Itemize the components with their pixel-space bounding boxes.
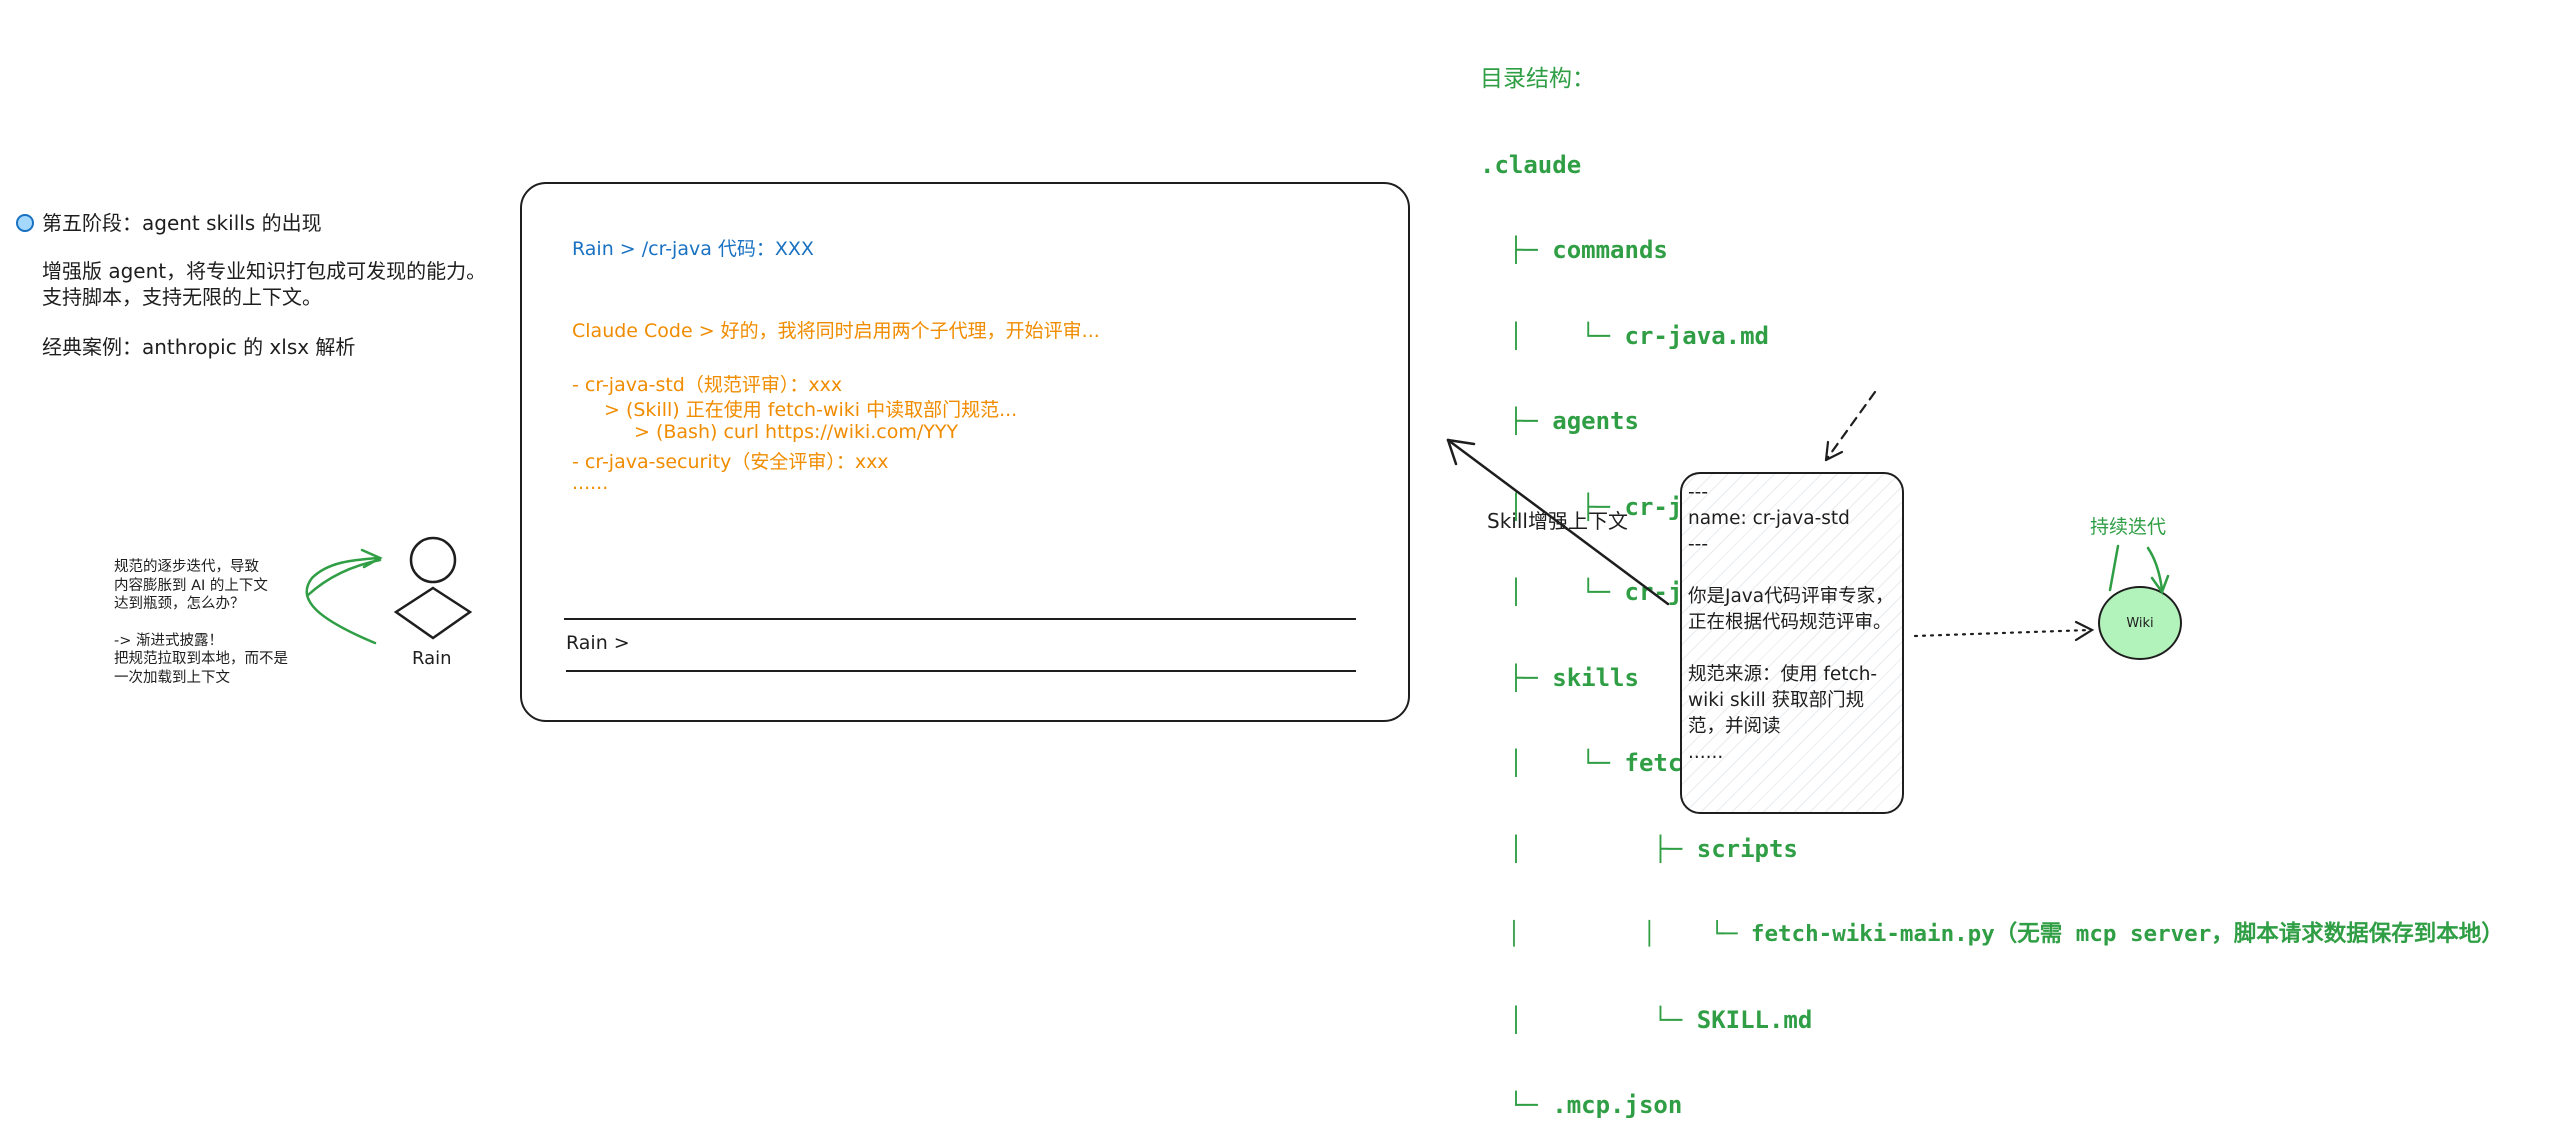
tree-line: ├─ skills — [1480, 663, 1639, 692]
terminal-skill-call: > (Skill) 正在使用 fetch-wiki 中读取部门规范... — [604, 399, 1018, 421]
tree-line: └─ .mcp.json — [1480, 1091, 1683, 1119]
stage-line-1: 增强版 agent，将专业知识打包成可发现的能力。 — [42, 259, 487, 283]
terminal-more: ...... — [572, 472, 609, 494]
person-icon — [393, 536, 473, 640]
tree-title: 目录结构： — [1480, 66, 1595, 92]
terminal-window: Rain > /cr-java 代码：XXX Claude Code > 好的，… — [520, 182, 1410, 722]
tree-line: │ └─ cr-java.md — [1480, 321, 1769, 350]
card-line: --- — [1688, 482, 1709, 503]
tree-line: │ ├─ scripts — [1480, 834, 1798, 863]
stage-description: 第五阶段：agent skills 的出现 增强版 agent，将专业知识打包成… — [16, 210, 486, 360]
person-label: Rain — [412, 648, 452, 669]
terminal-prompt[interactable]: Rain > — [566, 632, 630, 654]
tree-line: │ │ └─ fetch-wiki-main.py（无需 mcp server，… — [1480, 921, 2504, 947]
prompt-bottom-divider — [566, 670, 1356, 672]
card-to-wiki-arrow-icon — [1913, 620, 2095, 642]
terminal-reply: Claude Code > 好的，我将同时启用两个子代理，开始评审... — [572, 320, 1100, 342]
wiki-node: Wiki — [2098, 586, 2182, 660]
tree-to-card-arrow-icon — [1824, 390, 1877, 462]
note-arrow-icon — [305, 548, 383, 645]
card-line: 你是Java代码评审专家，正在根据代码规范评审。 — [1688, 586, 1894, 633]
note-text: 规范的逐步迭代，导致 内容膨胀到 AI 的上下文 达到瓶颈，怎么办？ -> 渐进… — [114, 559, 288, 686]
terminal-bash-call: > (Bash) curl https://wiki.com/YYY — [634, 421, 959, 443]
stage-line-2: 支持脚本，支持无限的上下文。 — [42, 285, 322, 309]
prompt-top-divider — [564, 618, 1356, 620]
tree-line: │ └─ SKILL.md — [1480, 1005, 1813, 1034]
loop-label: 持续迭代 — [2090, 516, 2167, 538]
card-line: --- — [1688, 534, 1709, 555]
tree-line: ├─ agents — [1480, 407, 1639, 435]
card-line: ...... — [1688, 742, 1724, 763]
skill-md-card: --- name: cr-java-std --- 你是Java代码评审专家，正… — [1680, 472, 1904, 814]
terminal-command: Rain > /cr-java 代码：XXX — [572, 238, 814, 260]
tree-line: .claude — [1480, 150, 1582, 179]
stage-line-3: 经典案例：anthropic 的 xlsx 解析 — [42, 335, 356, 359]
terminal-agent-std: - cr-java-std（规范评审）：xxx — [572, 374, 843, 396]
card-line: name: cr-java-std — [1688, 508, 1850, 529]
terminal-agent-security: - cr-java-security（安全评审）：xxx — [572, 451, 889, 473]
loop-arrow-icon — [2108, 544, 2170, 595]
stage-title: 第五阶段：agent skills 的出现 — [16, 210, 486, 236]
bullet-dot-icon — [16, 214, 34, 232]
tree-line: ├─ commands — [1480, 236, 1668, 264]
card-line: 规范来源：使用 fetch-wiki skill 获取部门规范，并阅读 — [1688, 664, 1878, 737]
connectors-layer — [305, 390, 2170, 645]
context-arrow-icon — [1446, 438, 1670, 606]
